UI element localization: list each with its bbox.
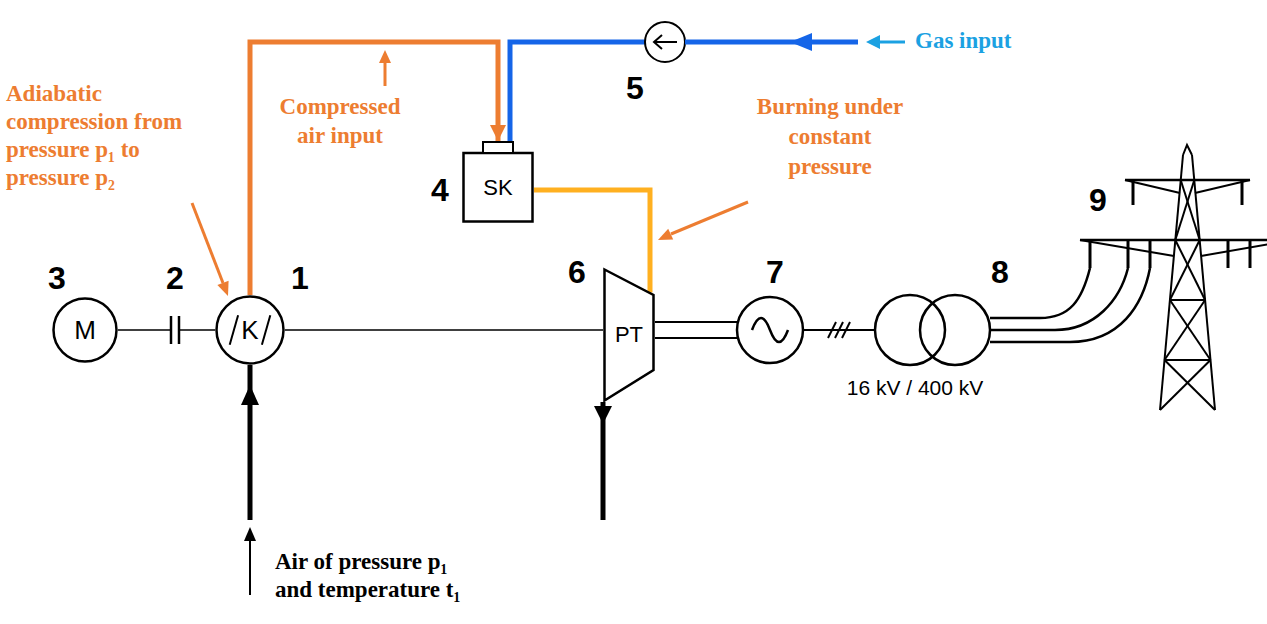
turbine-trapezoid: PT — [603, 268, 655, 402]
chamber-outline — [464, 153, 533, 222]
voltage-label: 16 kV / 400 kV — [847, 376, 984, 400]
leader-arrow — [217, 281, 228, 296]
tower-arm — [1080, 239, 1267, 242]
gas-compressor-arrow — [654, 35, 662, 49]
callout-number: 8 — [991, 254, 1009, 291]
annotation: Adiabatic compression from pressure p₁ t… — [6, 80, 206, 192]
insulator — [1132, 180, 1135, 205]
annotation: Compressed air input — [270, 92, 410, 150]
compressor-blade — [262, 315, 270, 344]
tower-brace — [1165, 360, 1216, 410]
tower-peak — [1183, 145, 1192, 155]
leader-arrow — [658, 229, 673, 240]
air-leader — [249, 537, 251, 595]
callout-number: 1 — [291, 260, 309, 297]
node-label: M — [74, 316, 96, 345]
gas-compressor-symbol — [645, 22, 685, 62]
insulator — [1241, 180, 1244, 205]
callout-number: 9 — [1089, 182, 1107, 219]
tower-brace — [1170, 240, 1200, 300]
combustion-chamber: SK — [462, 141, 534, 223]
connector — [250, 42, 498, 295]
insulator — [1127, 240, 1130, 268]
callout-number: 7 — [766, 254, 784, 291]
generator-symbol — [737, 297, 803, 363]
annotation: Burning under constant pressure — [745, 92, 915, 182]
tower-brace — [1181, 180, 1200, 240]
exhaust-arrow — [594, 406, 612, 424]
coupling-gap — [172, 326, 178, 334]
callout-number: 2 — [166, 260, 184, 297]
insulator — [1089, 240, 1092, 268]
leader-line — [384, 62, 387, 86]
transmission-tower — [1080, 145, 1267, 410]
callout-number: 4 — [431, 172, 449, 209]
tower-brace — [1170, 300, 1211, 360]
gas-pipe — [685, 40, 858, 45]
phase-tick — [828, 322, 836, 338]
burner-nozzle — [483, 142, 513, 153]
transformer-winding — [875, 295, 945, 365]
gas-input-arrow — [866, 35, 880, 49]
insulator — [1227, 240, 1230, 268]
gas-input-arrow — [878, 41, 905, 44]
tower-brace — [1165, 359, 1211, 361]
shaft — [655, 337, 737, 339]
connector — [118, 329, 215, 331]
callout-number: 6 — [568, 254, 586, 291]
gas-pipe — [510, 42, 645, 141]
tower-arm-brace — [1201, 240, 1267, 256]
insulator — [1149, 240, 1152, 268]
phase-tick — [842, 322, 850, 338]
node-label: PT — [615, 323, 643, 347]
node-label: SK — [483, 176, 512, 200]
node-label: K — [241, 316, 258, 345]
annotation: Air of pressure p₁ and temperature t₁ — [275, 548, 490, 604]
compressor-circle: K — [215, 295, 285, 365]
leader-line — [671, 202, 748, 234]
power-wire — [990, 268, 1128, 330]
transformer-winding — [920, 295, 990, 365]
annotation: Gas input — [915, 28, 1012, 54]
gas-compressor-arrow — [655, 41, 677, 43]
turbine-outline — [605, 270, 654, 401]
coupling-plate — [178, 316, 181, 344]
tower-brace — [1175, 180, 1194, 240]
tower-brace — [1160, 360, 1211, 410]
gas-flow-arrow — [790, 33, 812, 51]
tower-arm — [1125, 179, 1250, 182]
air-leader-arrow — [244, 527, 256, 541]
shaft — [655, 321, 737, 323]
coupling-plate — [170, 316, 173, 344]
generator-sine — [752, 318, 788, 342]
phase-tick — [835, 322, 843, 338]
insulators — [1090, 180, 1267, 268]
connector — [534, 190, 650, 292]
air-intake-arrow — [241, 385, 259, 405]
callout-number: 3 — [48, 260, 66, 297]
tower-brace — [1170, 299, 1205, 301]
tower-brace — [1175, 240, 1205, 300]
power-wire — [990, 268, 1150, 342]
motor-circle: M — [52, 297, 118, 363]
circle-outline — [217, 297, 284, 364]
connector — [285, 329, 603, 331]
callout-number: 5 — [626, 70, 644, 107]
tower-brace — [1165, 300, 1206, 360]
circle-outline — [54, 299, 117, 362]
compressor-blade — [230, 315, 238, 344]
leader-arrow — [379, 50, 391, 63]
leader-line — [192, 203, 223, 283]
insulator — [1249, 240, 1252, 268]
